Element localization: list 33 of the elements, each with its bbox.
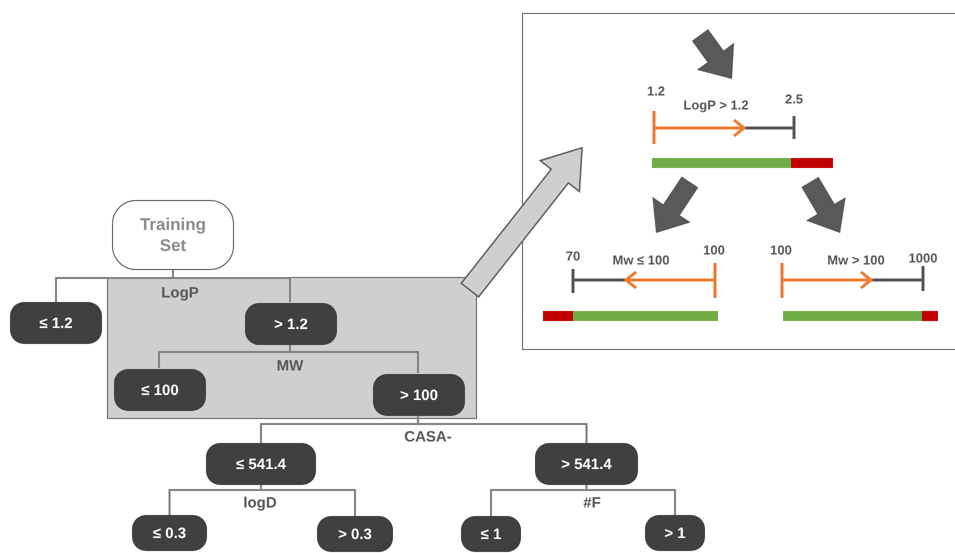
threshold-value: 1000 (908, 250, 938, 266)
split-node: ≤ 0.3 (132, 515, 207, 551)
branch-connector (260, 485, 356, 516)
threshold-value: 1.2 (646, 84, 666, 98)
flow-arrow (692, 29, 734, 79)
split-node: ≤ 1 (461, 516, 521, 552)
flow-arrow (801, 176, 846, 233)
split-node: > 100 (373, 374, 465, 416)
highlight-region (107, 277, 477, 419)
threshold-value: 2.5 (784, 92, 804, 106)
split-node: ≤ 1.2 (10, 302, 102, 344)
split-rule: Mw ≤ 100 (612, 252, 670, 268)
threshold-value: 100 (703, 242, 725, 258)
split-node: > 1 (645, 515, 705, 551)
flow-arrow (652, 176, 698, 233)
split-feature-label: LogP (161, 284, 199, 302)
split-feature-label: CASA- (404, 428, 452, 446)
detail-panel (522, 13, 955, 350)
split-node: ≤ 541.4 (206, 443, 316, 485)
split-node: > 1.2 (245, 303, 337, 345)
split-rule: LogP > 1.2 (683, 98, 749, 112)
threshold-value: 70 (566, 248, 580, 264)
split-rule: Mw > 100 (827, 252, 885, 268)
branch-connector (586, 485, 676, 515)
split-feature-label: MW (276, 358, 304, 374)
start-node: Training Set (112, 200, 234, 270)
split-feature-label: logD (243, 494, 277, 512)
threshold-value: 100 (770, 242, 792, 258)
split-node: > 541.4 (535, 443, 638, 485)
block-arrow (460, 146, 583, 298)
split-node: > 0.3 (317, 516, 393, 552)
split-node: ≤ 100 (114, 369, 206, 411)
split-feature-label: #F (583, 494, 601, 512)
